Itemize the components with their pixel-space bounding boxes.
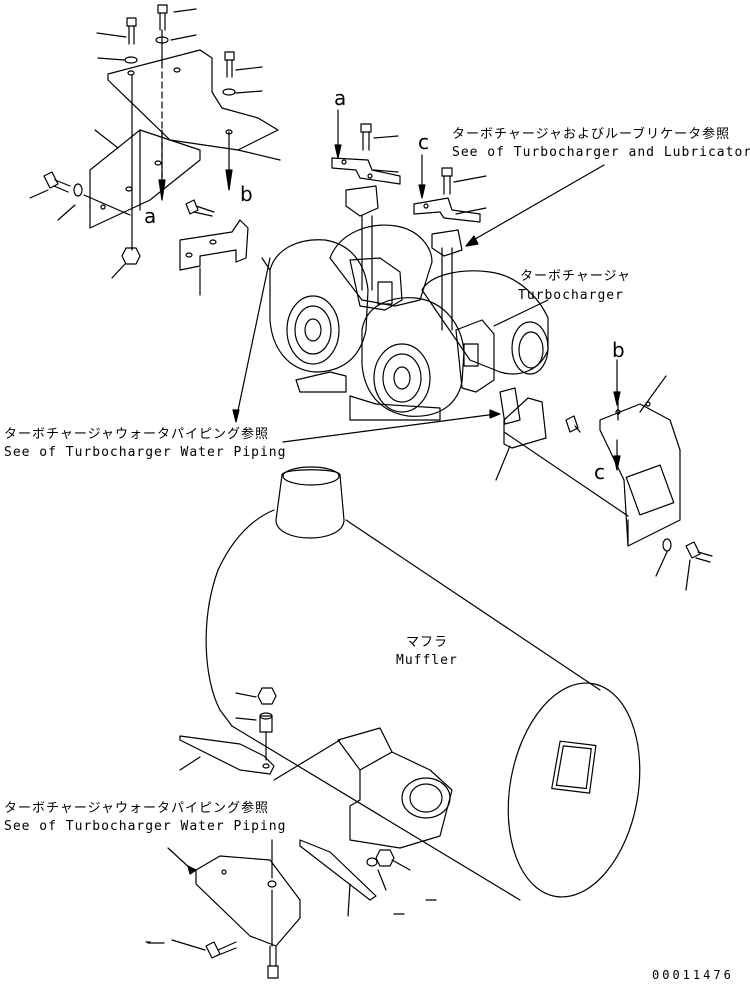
bolt-part — [441, 167, 453, 195]
nut-part — [375, 849, 395, 867]
water-piping-label-en: See of Turbocharger Water Piping — [4, 819, 287, 834]
bolt-part — [185, 199, 215, 217]
turbo-label-jp: ターボチャージャ — [520, 269, 631, 284]
document-number: 00011476 — [652, 968, 734, 982]
bolt-part — [360, 123, 372, 151]
right-bracket-assembly — [495, 359, 713, 591]
water-piping-label-jp: ターボチャージャウォータパイピング参照 — [4, 427, 269, 442]
ref-letter-b: b — [612, 338, 625, 362]
bolt-part — [126, 17, 137, 45]
ref-letter-c: c — [418, 130, 429, 154]
ref-letter-c: c — [594, 460, 605, 484]
bolt-part — [43, 171, 71, 193]
turbo-label-en: Turbocharger — [518, 288, 624, 303]
bolt-part — [205, 941, 237, 959]
bolt-part — [685, 541, 713, 563]
ref-letter-b: b — [240, 182, 253, 206]
lower-bracket-assembly — [145, 687, 437, 979]
washer-part — [662, 538, 672, 552]
muffler-label-en: Muffler — [396, 653, 458, 668]
washer-part — [124, 56, 138, 64]
washer-part — [366, 857, 378, 867]
turbo-bracket-parts — [331, 109, 487, 257]
nut-part — [121, 247, 141, 265]
turbocharger-assembly — [261, 215, 549, 421]
bolt-part — [224, 51, 235, 78]
turbo-lube-label-en: See of Turbocharger and Lubricator — [452, 145, 750, 160]
water-piping-label-jp: ターボチャージャウォータパイピング参照 — [4, 801, 269, 816]
upper-left-bracket-assembly — [29, 4, 281, 296]
ref-letter-a: a — [144, 204, 157, 228]
bolt-part — [565, 415, 581, 433]
nut-part — [257, 687, 277, 705]
muffler-body — [205, 466, 641, 901]
water-piping-label-en: See of Turbocharger Water Piping — [4, 445, 287, 460]
ref-letter-a: a — [334, 86, 347, 110]
bolt-part — [157, 4, 168, 63]
washer-part — [222, 88, 236, 96]
washer-part — [155, 36, 169, 44]
reference-leaders — [232, 164, 605, 443]
muffler-label-jp: マフラ — [406, 635, 449, 650]
bolt-part — [267, 945, 279, 979]
turbo-lube-label-jp: ターボチャージャおよびルーブリケータ参照 — [452, 127, 731, 142]
